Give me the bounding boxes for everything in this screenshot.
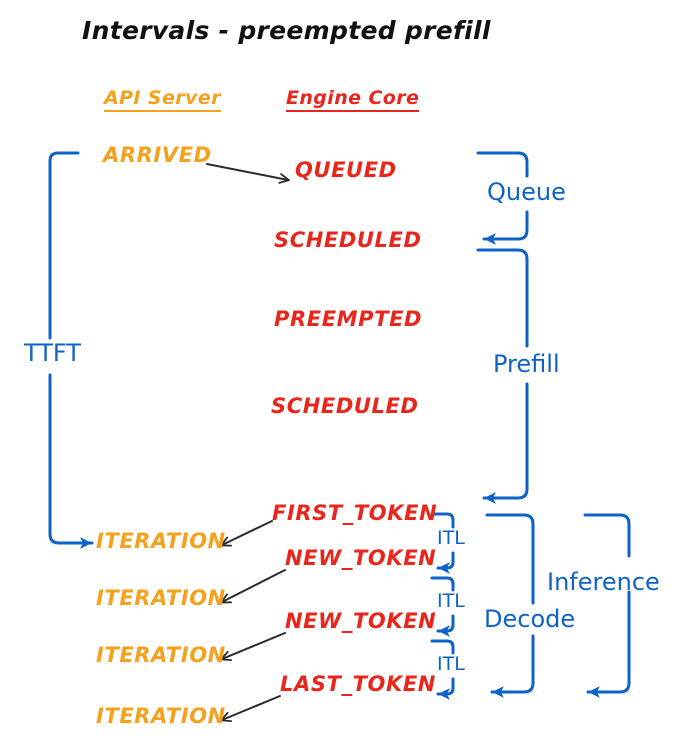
event-arrived: ARRIVED [103, 143, 212, 167]
event-iteration-4: ITERATION [96, 704, 226, 728]
interval-label-ttft: TTFT [24, 339, 81, 367]
arrow-new-token-to-iteration-3 [220, 632, 286, 662]
arrow-new-token-to-iteration-2 [220, 569, 286, 604]
arrow-first-token-to-iteration [220, 520, 273, 547]
interval-label-itl-3: ITL [437, 653, 465, 675]
event-scheduled-2: SCHEDULED [271, 394, 419, 418]
arrow-arrived-to-queued [206, 163, 290, 184]
arrow-last-token-to-iteration-4 [220, 695, 281, 722]
event-first-token: FIRST_TOKEN [272, 501, 438, 525]
interval-label-queue: Queue [487, 178, 566, 206]
event-new-token-1: NEW_TOKEN [285, 546, 437, 570]
event-scheduled-1: SCHEDULED [274, 228, 422, 252]
event-new-token-2: NEW_TOKEN [285, 609, 437, 633]
event-iteration-3: ITERATION [96, 643, 226, 667]
interval-label-decode: Decode [484, 605, 576, 633]
interval-label-prefill: Prefill [493, 350, 560, 378]
interval-label-itl-1: ITL [437, 527, 465, 549]
interval-label-itl-2: ITL [437, 590, 465, 612]
event-iteration-1: ITERATION [96, 529, 226, 553]
event-last-token: LAST_TOKEN [280, 672, 436, 696]
event-iteration-2: ITERATION [96, 586, 226, 610]
column-header-api-server: API Server [104, 89, 221, 112]
event-queued: QUEUED [295, 158, 397, 182]
column-header-engine-core: Engine Core [286, 89, 420, 112]
bracket-decode [485, 513, 535, 698]
event-preempted: PREEMPTED [274, 307, 423, 331]
bracket-inference [583, 513, 631, 698]
page-title: Intervals - preempted prefill [82, 16, 491, 45]
interval-label-inference: Inference [547, 568, 660, 596]
